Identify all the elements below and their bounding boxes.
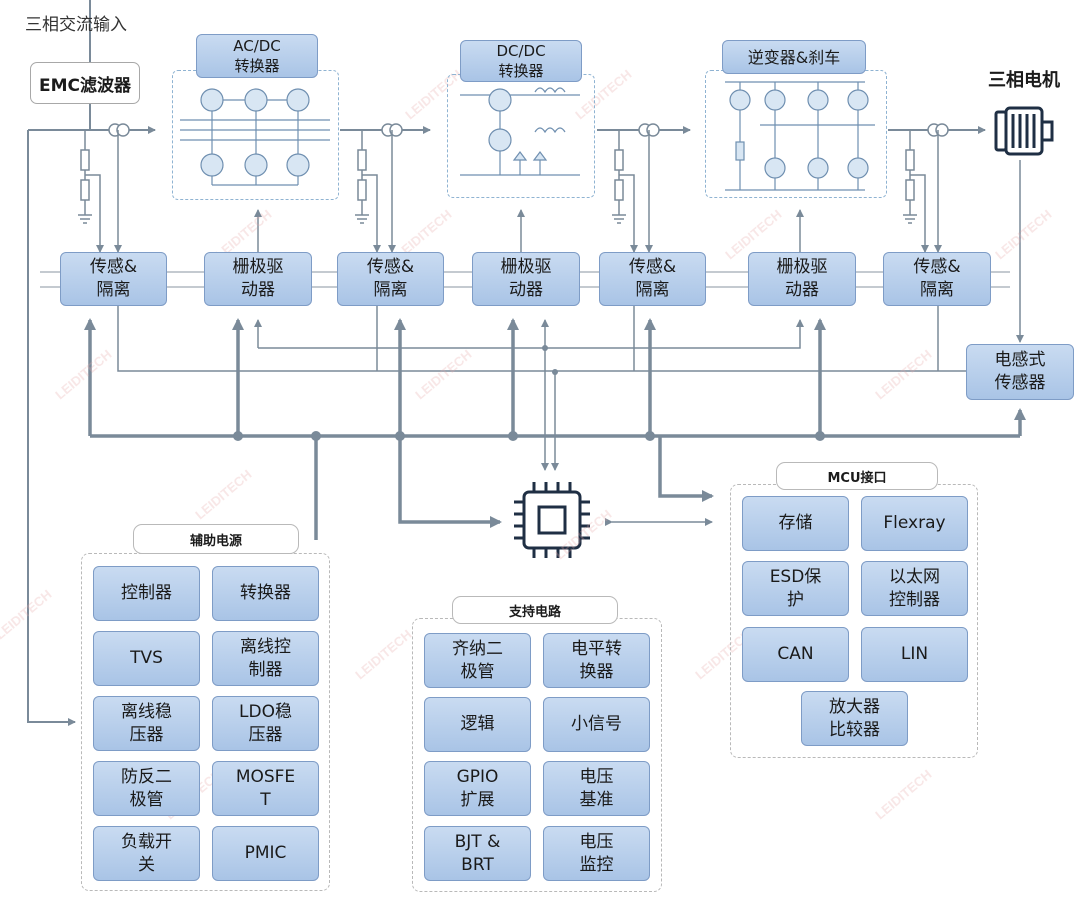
gate-driver-3[interactable]: 栅极驱 动器 xyxy=(748,252,856,306)
svg-text:LEIDITECH: LEIDITECH xyxy=(352,627,414,683)
aux_power-item[interactable]: 离线控 制器 xyxy=(212,631,319,686)
support-item[interactable]: 电压 基准 xyxy=(543,761,650,816)
mcu-title: MCU接口 xyxy=(776,462,938,490)
support-item[interactable]: 电平转 换器 xyxy=(543,633,650,688)
gate-driver-2[interactable]: 栅极驱 动器 xyxy=(472,252,580,306)
mcu-item[interactable]: CAN xyxy=(742,627,849,682)
svg-text:LEIDITECH: LEIDITECH xyxy=(872,767,934,823)
aux_power-item[interactable]: 离线稳 压器 xyxy=(93,696,200,751)
mcu-item[interactable]: 放大器 比较器 xyxy=(801,691,908,746)
acdc-schematic-frame xyxy=(172,70,339,200)
mcu-item[interactable]: Flexray xyxy=(861,496,968,551)
support-item[interactable]: 电压 监控 xyxy=(543,826,650,881)
aux_power-item[interactable]: 控制器 xyxy=(93,566,200,621)
dcdc-converter[interactable]: DC/DC 转换器 xyxy=(460,40,582,82)
aux_power-item[interactable]: TVS xyxy=(93,631,200,686)
inductive-sensor[interactable]: 电感式 传感器 xyxy=(966,344,1074,400)
aux_power-item[interactable]: MOSFE T xyxy=(212,761,319,816)
mcu-chip-icon xyxy=(514,482,590,558)
emc-filter[interactable]: EMC滤波器 xyxy=(30,62,140,104)
sense-isolation-2[interactable]: 传感& 隔离 xyxy=(337,252,444,306)
sense-isolation-4[interactable]: 传感& 隔离 xyxy=(883,252,991,306)
sense-isolation-3[interactable]: 传感& 隔离 xyxy=(599,252,706,306)
support-item[interactable]: BJT & BRT xyxy=(424,826,531,881)
aux_power-item[interactable]: LDO稳 压器 xyxy=(212,696,319,751)
inverter-schematic-frame xyxy=(705,70,887,198)
aux-power-title: 辅助电源 xyxy=(133,524,299,554)
motor-icon xyxy=(994,106,1054,156)
aux_power-item[interactable]: 防反二 极管 xyxy=(93,761,200,816)
sense-isolation-1[interactable]: 传感& 隔离 xyxy=(60,252,167,306)
input-label: 三相交流输入 xyxy=(25,15,127,35)
support-item[interactable]: 齐纳二 极管 xyxy=(424,633,531,688)
svg-text:LEIDITECH: LEIDITECH xyxy=(192,467,254,523)
support-item[interactable]: GPIO 扩展 xyxy=(424,761,531,816)
svg-text:LEIDITECH: LEIDITECH xyxy=(992,207,1054,263)
svg-text:LEIDITECH: LEIDITECH xyxy=(52,347,114,403)
gate-driver-1[interactable]: 栅极驱 动器 xyxy=(204,252,312,306)
mcu-item[interactable]: 以太网 控制器 xyxy=(861,561,968,616)
support-title: 支持电路 xyxy=(452,596,618,624)
inverter-brake[interactable]: 逆变器&刹车 xyxy=(722,40,866,74)
aux_power-item[interactable]: PMIC xyxy=(212,826,319,881)
aux_power-item[interactable]: 负载开 关 xyxy=(93,826,200,881)
aux_power-item[interactable]: 转换器 xyxy=(212,566,319,621)
support-item[interactable]: 逻辑 xyxy=(424,697,531,752)
support-item[interactable]: 小信号 xyxy=(543,697,650,752)
mcu-item[interactable]: ESD保 护 xyxy=(742,561,849,616)
motor-label: 三相电机 xyxy=(988,70,1060,91)
acdc-converter[interactable]: AC/DC 转换器 xyxy=(196,34,318,78)
svg-text:LEIDITECH: LEIDITECH xyxy=(412,347,474,403)
svg-text:LEIDITECH: LEIDITECH xyxy=(872,347,934,403)
mcu-item[interactable]: LIN xyxy=(861,627,968,682)
dcdc-schematic-frame xyxy=(447,74,595,198)
mcu-item[interactable]: 存储 xyxy=(742,496,849,551)
